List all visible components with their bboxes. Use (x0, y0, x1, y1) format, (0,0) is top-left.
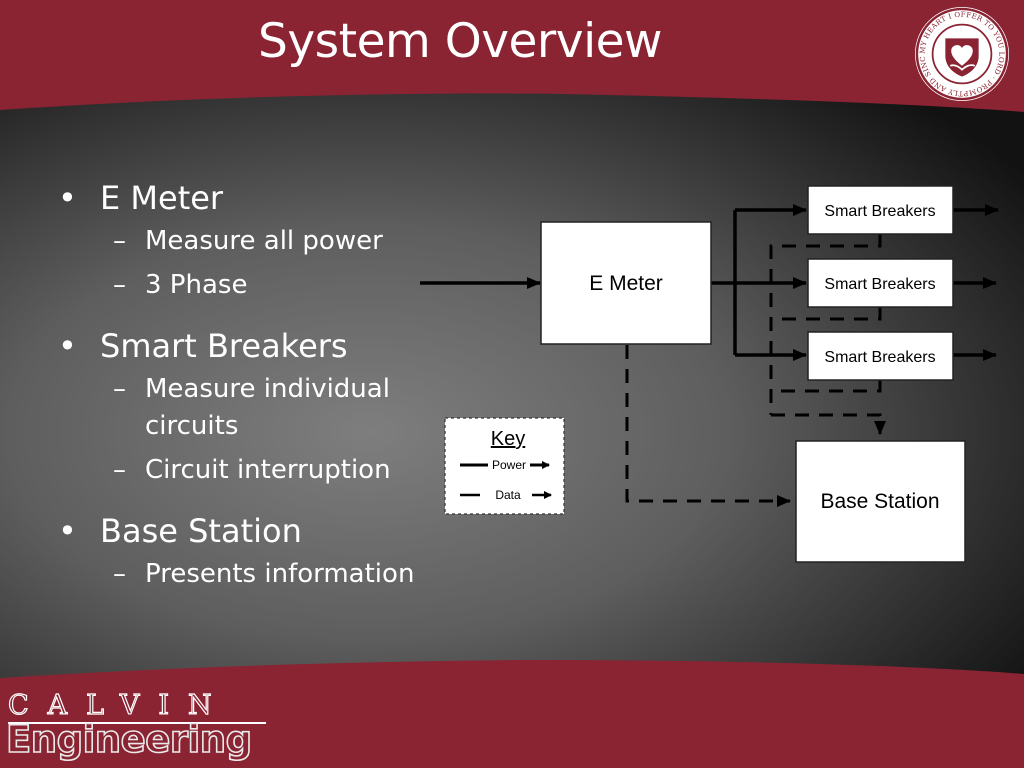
sub-bullet: – Presents information (58, 556, 478, 593)
key-data-label: Data (495, 488, 521, 502)
power-lines (420, 204, 999, 361)
data-to-base (771, 413, 886, 435)
data-lines (625, 234, 886, 507)
key-title: Key (491, 428, 525, 450)
smart-breaker-block-2: Smart Breakers (807, 258, 954, 308)
data-emeter-to-base (625, 345, 791, 507)
base-station-box (795, 440, 966, 563)
key-power-label-bg (488, 457, 530, 472)
bullet-label: Base Station (100, 512, 302, 550)
bullet-label: E Meter (100, 179, 224, 217)
slide-title: System Overview (258, 14, 662, 69)
sub-bullet-text: Presents information (145, 559, 415, 589)
calvin-engineering-logo: CALVIN Engineering (4, 689, 274, 766)
logo-engineering: Engineering (5, 717, 253, 762)
bullet-list: • E Meter – Measure all power – 3 Phase … (58, 178, 478, 593)
sub-bullet-text: Measure all power (145, 226, 383, 256)
logo-calvin: CALVIN (7, 689, 231, 721)
seal-heart-icon (951, 45, 973, 66)
e-meter-label: E Meter (589, 272, 663, 295)
smart-breaker-label: Smart Breakers (824, 276, 935, 293)
base-station-label: Base Station (820, 490, 939, 513)
dash-icon: – (113, 455, 126, 485)
smart-breaker-label: Smart Breakers (824, 203, 935, 220)
diagram-key: Key Power Data (444, 417, 565, 515)
data-breaker-2 (771, 307, 882, 321)
sub-bullet: – Circuit interruption (58, 452, 478, 489)
logo-divider (8, 722, 266, 724)
smart-breaker-box (807, 185, 954, 235)
dash-icon: – (113, 270, 126, 300)
smart-breaker-block-1: Smart Breakers (807, 185, 954, 235)
bullet-e-meter: • E Meter (58, 178, 478, 218)
bullet-smart-breakers: • Smart Breakers (58, 326, 478, 366)
e-meter-box (540, 221, 712, 345)
e-meter-block: E Meter (540, 221, 712, 345)
bullet-dot-icon: • (58, 512, 77, 550)
dash-icon: – (113, 226, 126, 256)
bullet-dot-icon: • (58, 327, 77, 365)
smart-breaker-box (807, 258, 954, 308)
base-station-block: Base Station (795, 440, 966, 563)
sub-bullet: – Measure individual circuits (58, 371, 445, 445)
data-breaker-3 (771, 380, 882, 393)
sub-bullet: – Measure all power (58, 223, 478, 260)
seal-hand-icon (949, 64, 976, 71)
bullet-dot-icon: • (58, 179, 77, 217)
bullet-base-station: • Base Station (58, 511, 478, 551)
bullet-label: Smart Breakers (100, 327, 348, 365)
sub-bullet-text: Circuit interruption (145, 455, 391, 485)
data-breaker-1 (769, 234, 882, 415)
key-power-label: Power (492, 458, 526, 472)
dash-icon: – (113, 374, 126, 404)
sub-bullet-text: Measure individual circuits (145, 374, 390, 441)
dash-icon: – (113, 559, 126, 589)
smart-breaker-label: Smart Breakers (824, 349, 935, 366)
college-seal: MY HEART I OFFER TO YOU LORD · PROMPTLY … (913, 5, 1010, 102)
smart-breaker-box (807, 331, 954, 381)
sub-bullet-text: 3 Phase (145, 270, 248, 300)
sub-bullet: – 3 Phase (58, 267, 478, 304)
smart-breaker-block-3: Smart Breakers (807, 331, 954, 381)
